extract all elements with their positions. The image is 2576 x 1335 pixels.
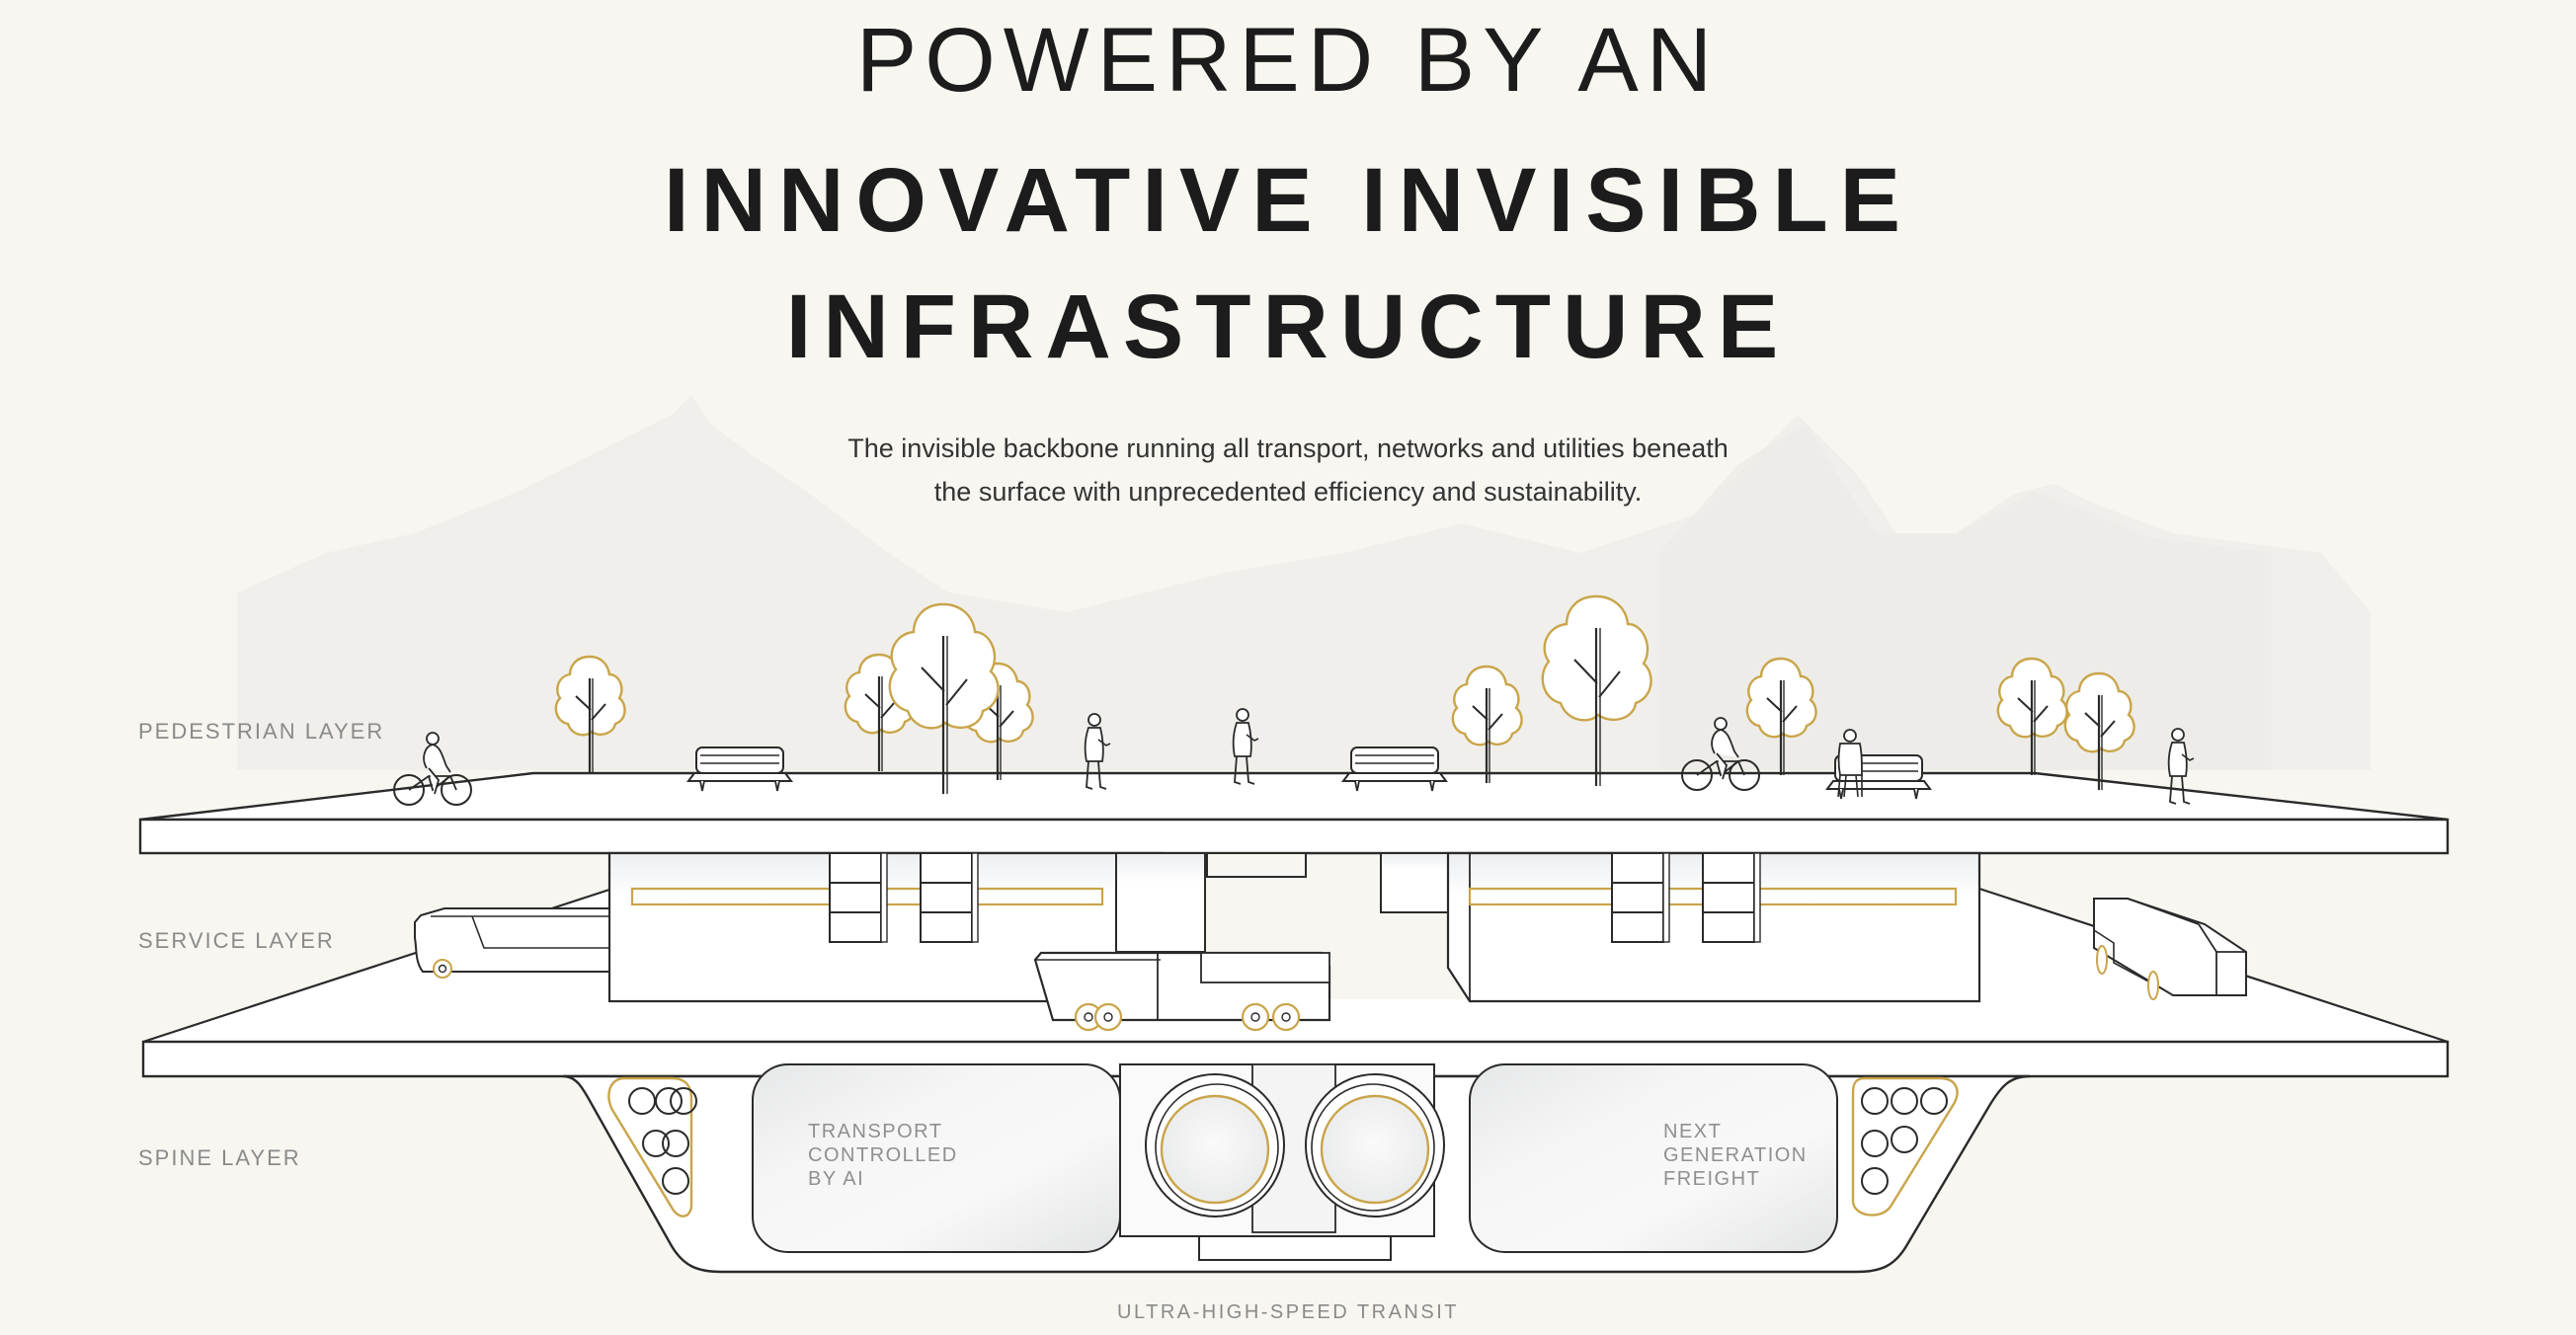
hyperloop-tubes-icon: [1119, 1063, 1445, 1261]
cable-bundle-right-icon: [1851, 1076, 1959, 1217]
utility-rack-icon: [829, 852, 888, 943]
mountains-background: [237, 395, 2371, 770]
pedestrian-layer: [138, 594, 2450, 855]
freight-line-2: GENERATION: [1663, 1144, 1808, 1166]
title-line-2: INNOVATIVE INVISIBLE: [663, 150, 1913, 251]
label-spine-layer: SPINE LAYER: [138, 1145, 301, 1170]
truck-center-icon: [1033, 951, 1331, 1032]
transport-ai-line-3: BY AI: [808, 1168, 865, 1190]
title-line-3: INFRASTRUCTURE: [785, 276, 1791, 377]
freight-line-3: FREIGHT: [1663, 1168, 1761, 1190]
utility-rack-icon: [1611, 852, 1670, 943]
transport-ai-line-1: TRANSPORT: [808, 1121, 943, 1142]
subtitle-line-2: the surface with unprecedented efficienc…: [933, 477, 1643, 507]
spine-layer: [562, 1063, 2031, 1274]
subtitle: The invisible backbone running all trans…: [695, 427, 1881, 513]
freight-line-1: NEXT: [1663, 1121, 1723, 1142]
transport-ai-label: TRANSPORT CONTROLLED BY AI: [808, 1120, 958, 1191]
title-line-1: POWERED BY AN: [855, 10, 1721, 111]
label-pedestrian-layer: PEDESTRIAN LAYER: [138, 719, 385, 744]
transport-ai-line-2: CONTROLLED: [808, 1144, 958, 1166]
subtitle-line-1: The invisible backbone running all trans…: [847, 433, 1729, 463]
van-right-icon: [2093, 898, 2247, 1000]
service-layer: [141, 851, 2450, 1078]
cable-bundle-left-icon: [607, 1076, 697, 1217]
ultra-high-speed-transit-label: ULTRA-HIGH-SPEED TRANSIT: [1117, 1301, 1459, 1323]
utility-rack-icon: [920, 852, 979, 943]
pod-vehicle-left-icon: [414, 907, 610, 979]
next-gen-freight-label: NEXT GENERATION FREIGHT: [1663, 1120, 1808, 1191]
utility-rack-icon: [1702, 852, 1761, 943]
label-service-layer: SERVICE LAYER: [138, 928, 335, 953]
